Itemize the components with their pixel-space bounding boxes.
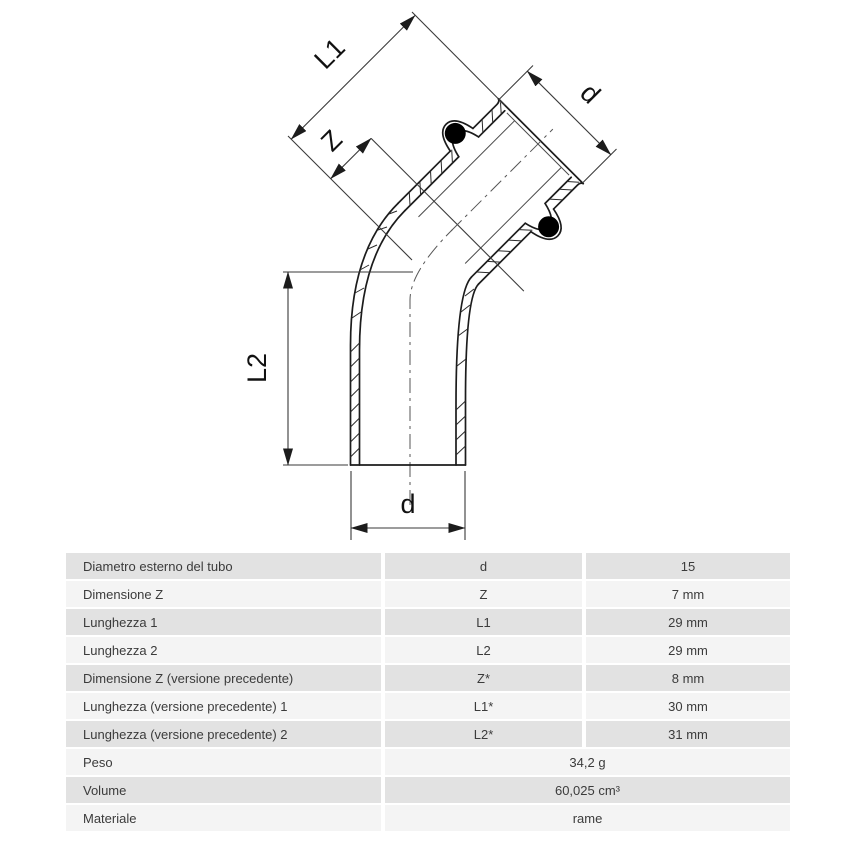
row-symbol: d bbox=[385, 553, 582, 579]
dim-l2: L2 bbox=[242, 271, 413, 466]
row-symbol: L1 bbox=[385, 609, 582, 635]
dim-label-z: Z bbox=[315, 124, 348, 157]
row-symbol: L2* bbox=[385, 721, 582, 747]
row-value: 15 bbox=[586, 553, 790, 579]
hatch-right-wall bbox=[455, 288, 475, 456]
row-label: Volume bbox=[66, 777, 381, 803]
centerline bbox=[409, 229, 453, 505]
fitting-body bbox=[349, 202, 480, 466]
row-value-merged: rame bbox=[385, 805, 790, 831]
dim-label-l1: L1 bbox=[308, 32, 350, 74]
dim-label-d-bottom: d bbox=[400, 489, 415, 519]
row-value: 31 mm bbox=[586, 721, 790, 747]
oring-dot-top bbox=[444, 122, 466, 144]
row-value-merged: 34,2 g bbox=[385, 749, 790, 775]
z-extension-line bbox=[370, 137, 525, 292]
row-value: 29 mm bbox=[586, 609, 790, 635]
row-label: Dimensione Z bbox=[66, 581, 381, 607]
row-symbol: Z bbox=[385, 581, 582, 607]
row-label: Lunghezza (versione precedente) 1 bbox=[66, 693, 381, 719]
row-label: Lunghezza 1 bbox=[66, 609, 381, 635]
row-label: Materiale bbox=[66, 805, 381, 831]
table-row: Dimensione Z (versione precedente)Z*8 mm bbox=[66, 665, 790, 691]
technical-drawing: L1 Z d L2 d bbox=[242, 11, 617, 540]
oring-dot-bottom bbox=[538, 216, 560, 238]
row-label: Lunghezza (versione precedente) 2 bbox=[66, 721, 381, 747]
row-label: Diametro esterno del tubo bbox=[66, 553, 381, 579]
row-label: Dimensione Z (versione precedente) bbox=[66, 665, 381, 691]
row-symbol: L1* bbox=[385, 693, 582, 719]
fitting-diagram-svg: L1 Z d L2 d bbox=[242, 11, 617, 540]
row-value: 8 mm bbox=[586, 665, 790, 691]
hatch-socket-walls bbox=[408, 102, 580, 274]
dim-d-bottom: d bbox=[350, 471, 466, 540]
row-symbol: L2 bbox=[385, 637, 582, 663]
row-label: Peso bbox=[66, 749, 381, 775]
row-value: 30 mm bbox=[586, 693, 790, 719]
row-value-merged: 60,025 cm³ bbox=[385, 777, 790, 803]
row-value: 29 mm bbox=[586, 637, 790, 663]
hatch-left-wall bbox=[350, 210, 398, 458]
socket-arm bbox=[370, 97, 585, 292]
dim-label-d-socket: d bbox=[574, 78, 606, 110]
row-symbol: Z* bbox=[385, 665, 582, 691]
dim-label-l2: L2 bbox=[242, 353, 272, 383]
dim-z: Z bbox=[315, 124, 372, 180]
row-value: 7 mm bbox=[586, 581, 790, 607]
row-label: Lunghezza 2 bbox=[66, 637, 381, 663]
